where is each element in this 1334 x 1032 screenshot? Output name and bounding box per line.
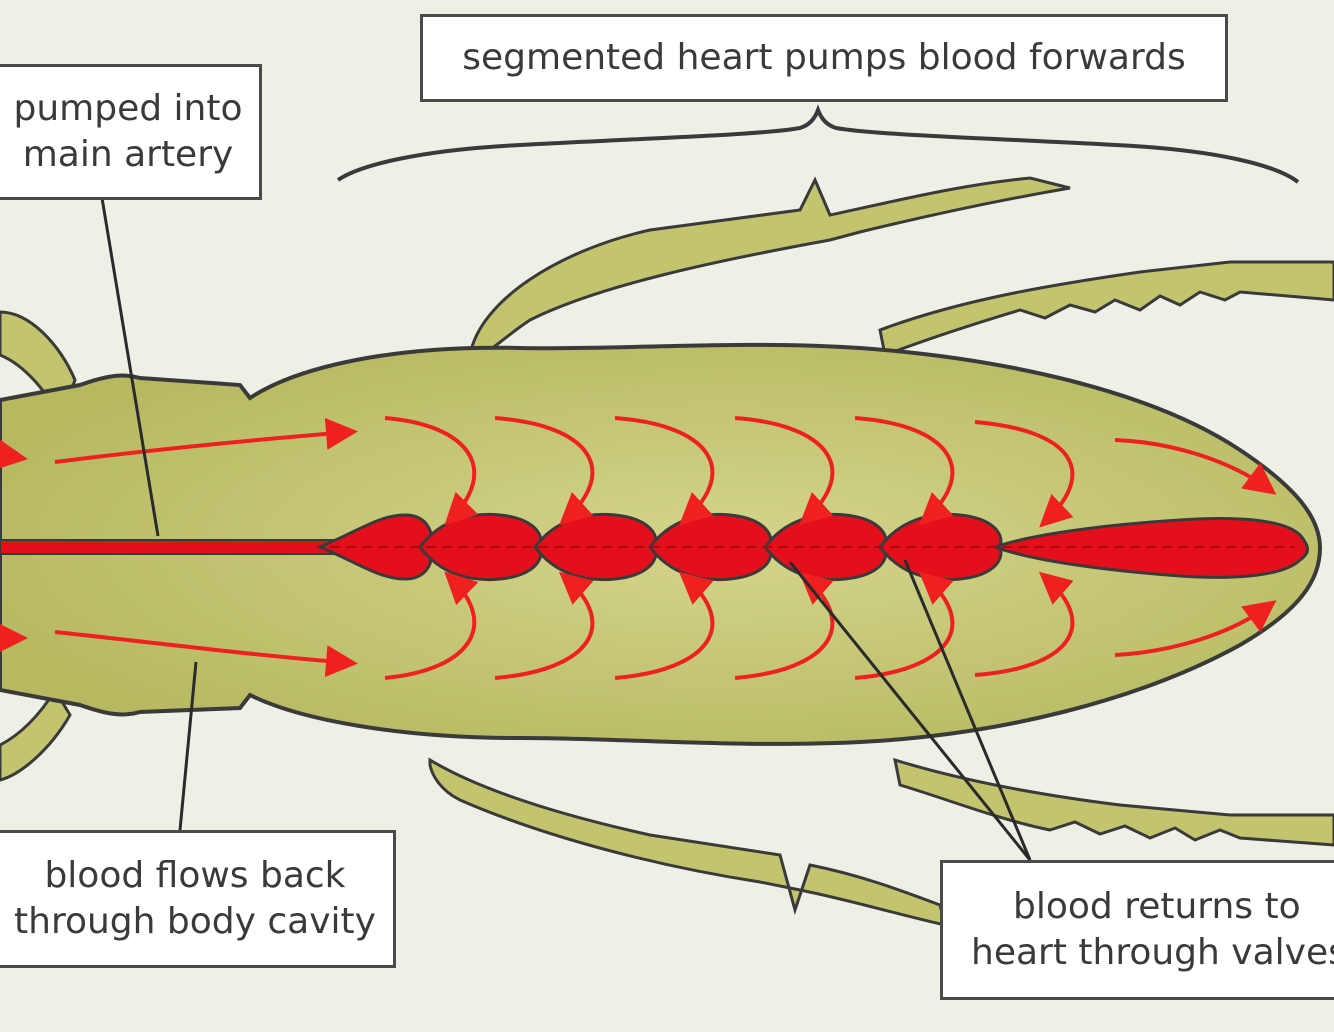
upper-front-leg [468,176,1071,363]
arrow-lower-forward [54,630,358,678]
label-body-cavity: blood flows back through body cavity [0,830,396,968]
label-segmented-heart: segmented heart pumps blood forwards [420,14,1228,102]
arrow-in-upper-5 [854,416,955,526]
leader-valve-1 [788,561,1032,861]
arrow-in-upper-2 [494,416,595,526]
arrow-lower-front [1114,600,1277,657]
arrow-in-upper-1 [384,416,479,526]
heart-brace [336,104,1300,184]
lower-hind-leg [893,757,1334,847]
leader-lines [100,197,1032,861]
label-valves: blood returns to heart through valves [940,860,1334,1000]
arrow-in-lower-2 [494,571,595,680]
leader-valve-2 [903,559,1032,861]
arrow-upper-forward [54,417,358,464]
arrow-in-lower-5 [854,571,955,680]
label-valves-line2: heart through valves [971,932,1334,973]
arrow-in-upper-6 [974,420,1075,528]
arrow-in-lower-1 [384,571,479,680]
label-main-artery-line1: pumped into [13,88,243,129]
arrow-in-lower-6 [974,571,1075,677]
leader-artery [100,197,160,537]
label-valves-line1: blood returns to [1013,886,1301,927]
arrow-in-upper-3 [614,416,715,526]
arrow-in-lower-4 [734,571,835,680]
arrow-upper-front [1114,438,1277,495]
label-main-artery: pumped into main artery [0,64,262,200]
label-body-cavity-line1: blood flows back [44,855,346,896]
lower-left-leg [0,687,72,782]
blood-flow-arrows [0,416,1277,680]
arrow-in-upper-4 [734,416,835,526]
arrow-in-lower-3 [614,571,715,680]
lower-front-leg [428,757,948,927]
upper-hind-leg [878,260,1334,358]
label-segmented-heart-text: segmented heart pumps blood forwards [462,37,1186,78]
label-body-cavity-line2: through body cavity [14,901,376,942]
arrow-left-upper-stub [0,438,28,471]
label-main-artery-line2: main artery [22,134,234,175]
main-artery [0,539,361,555]
leader-cavity [178,661,198,831]
